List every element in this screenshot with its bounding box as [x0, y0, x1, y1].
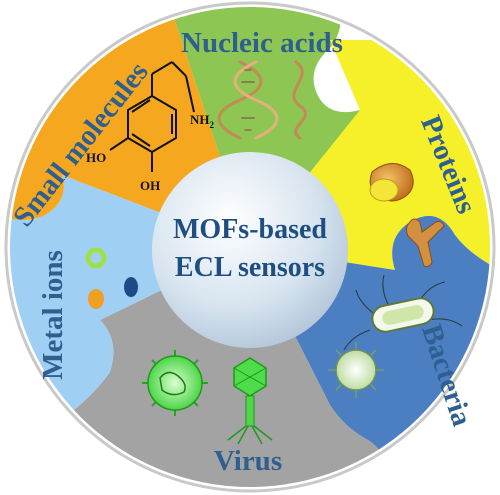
- dna-helix-icon: [217, 60, 307, 140]
- amine-group: NH2: [190, 112, 215, 130]
- hydroxyl-group-1: HO: [86, 150, 106, 165]
- center-title-line1: MOFs-based: [173, 214, 327, 245]
- bacteria-icon: [328, 274, 463, 398]
- hydroxyl-group-2: OH: [140, 178, 160, 193]
- label-virus: Virus: [214, 445, 282, 477]
- metal-ion-icon: [85, 247, 138, 309]
- segment-virus: [60, 247, 391, 487]
- center-title-line2: ECL sensors: [175, 252, 325, 283]
- virus-icon: [142, 350, 273, 445]
- label-nucleic-acids: Nucleic acids: [181, 27, 343, 59]
- dopamine-molecule-icon: NH2 HO OH: [86, 61, 215, 193]
- label-metal-ions: Metal ions: [37, 250, 69, 380]
- protein-icon: [369, 163, 445, 267]
- center-circle: [152, 152, 348, 348]
